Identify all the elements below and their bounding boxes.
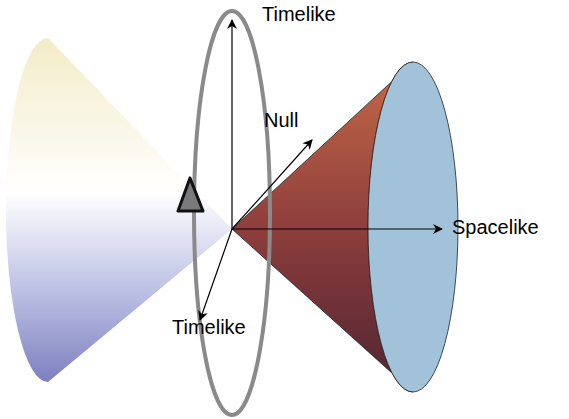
ring	[194, 11, 270, 415]
timelike-arrow	[231, 20, 232, 229]
axis-label: Spacelike	[452, 216, 539, 238]
cone-base	[368, 62, 458, 392]
spacelike-arrow	[232, 228, 442, 229]
timelike-arrow	[200, 229, 232, 320]
null-arrow	[232, 140, 312, 229]
axis-label: Timelike	[172, 316, 246, 338]
triangle-marker	[178, 178, 203, 211]
axis-label: Null	[264, 109, 298, 131]
axis-label: Timelike	[262, 3, 336, 25]
